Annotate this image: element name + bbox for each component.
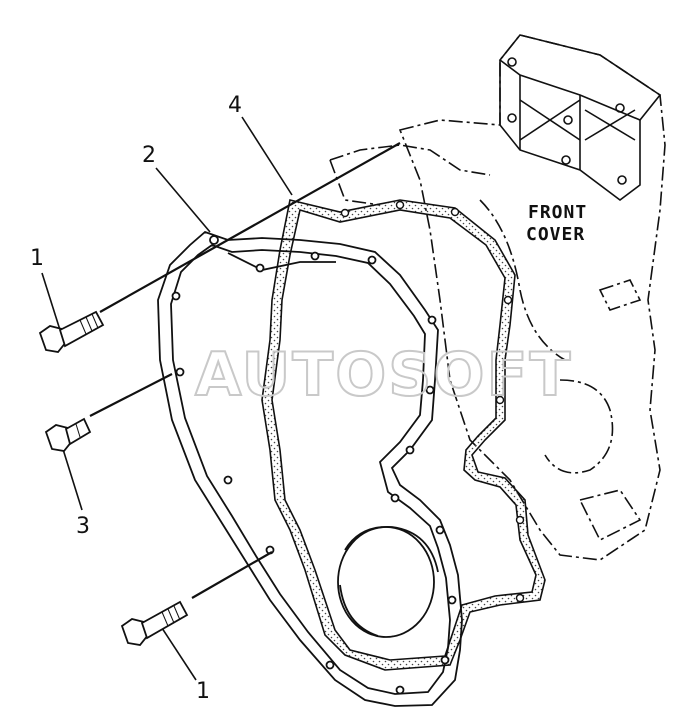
callout-1-top: 1 (30, 246, 44, 271)
watermark-text: AUTOSOFT (195, 340, 572, 410)
callout-4: 4 (228, 93, 242, 118)
front-cover-label-line1: FRONT (528, 202, 587, 223)
callout-leaders (41, 116, 293, 681)
bolt-bottom (120, 600, 189, 646)
crankshaft-seal-boss (337, 526, 439, 638)
timing-cover (157, 230, 463, 707)
callout-3: 3 (76, 514, 90, 539)
callout-2: 2 (142, 143, 156, 168)
callout-1-bottom: 1 (196, 679, 210, 704)
bolt-middle (44, 417, 92, 452)
bolt-top (38, 310, 105, 353)
front-cover-top-bracket (498, 34, 662, 201)
bolt-leader-lines (89, 142, 401, 599)
front-cover-label-line2: COVER (526, 224, 585, 245)
gasket (261, 199, 546, 671)
